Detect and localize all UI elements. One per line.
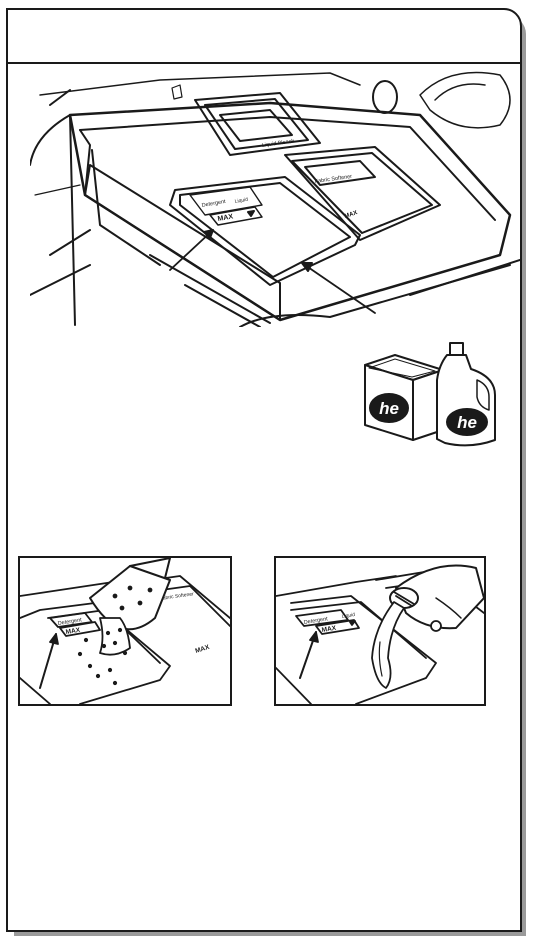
panel-liquid-liquid-label: Liquid [341,612,355,620]
he-products-illustration: he he [355,335,505,450]
bottle-he-logo: he [457,413,477,432]
powder-detergent-panel: Detergent MAX Fabric Softener MAX [18,556,232,706]
detergent-label: Detergent [201,199,226,209]
liquid-label: Liquid [234,197,248,205]
panel-powder-max-softener-label: MAX [194,644,211,655]
dispenser-drawer-illustration: Liquid Bleach Detergent Liquid MAX Fabri… [30,55,520,327]
max-line-label: MAX [217,213,234,223]
control-knob-icon [373,81,397,113]
liquid-detergent-panel: Detergent Liquid MAX [274,556,486,706]
max-line-softener-label: MAX [344,210,359,220]
liquid-bottle-icon [450,343,463,355]
box-he-logo: he [379,399,399,418]
